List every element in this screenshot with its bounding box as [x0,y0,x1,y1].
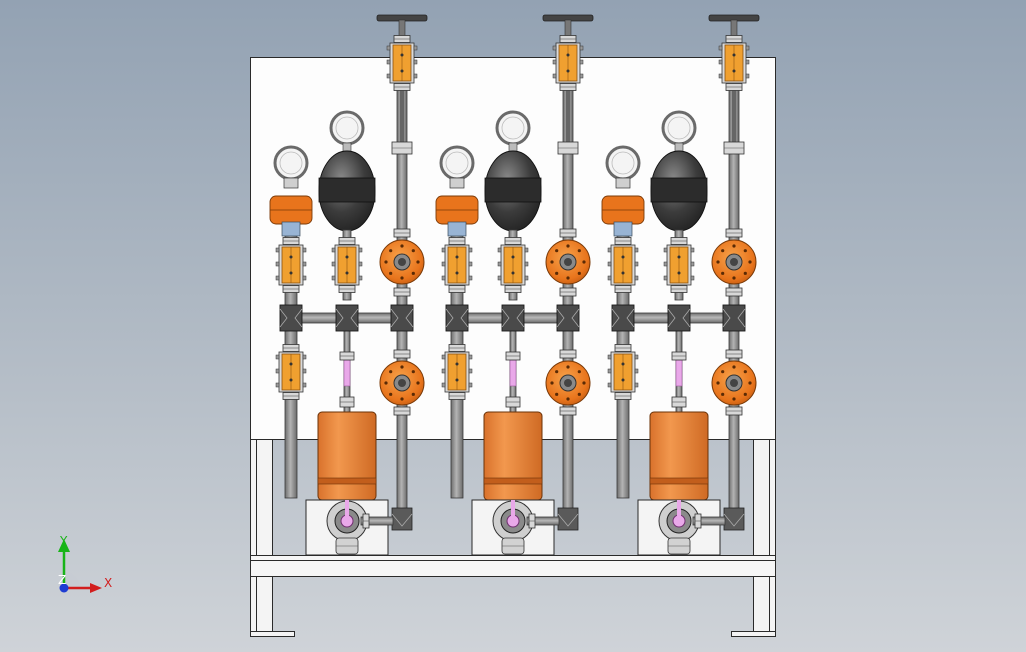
x-axis-label: X [104,576,112,590]
right-foot [731,631,776,637]
discharge-tubing [511,500,515,516]
tee-fitting [390,304,414,332]
dosing-unit-3 [601,14,760,556]
tee-fitting [335,304,359,332]
pipe-elbow [557,507,579,531]
dampener-band [318,177,376,203]
y-axis-label: Y [59,534,68,548]
valve-stem [400,88,404,148]
base-rail [250,555,776,577]
z-axis-label: Z [58,573,66,587]
pump-band [649,477,709,485]
dosing-unit-2 [435,14,594,556]
tee-fitting [667,304,691,332]
suction-tubing [675,359,683,387]
y-axis-arrowhead [58,539,70,552]
pipe-reducer [447,221,467,237]
tee-fitting [279,304,303,332]
pump-discharge-pipe [526,516,560,526]
left-upright [250,439,273,636]
check-valve [506,514,520,528]
suction-tubing [343,359,351,387]
suction-tubing [509,359,517,387]
dampener-band [650,177,708,203]
pipe-elbow [391,507,413,531]
valve-stem [732,88,736,148]
z-axis-dot [59,583,69,593]
pump-discharge-pipe [360,516,394,526]
dampener-band [484,177,542,203]
pipe-elbow [723,507,745,531]
discharge-tubing [677,500,681,516]
pump-discharge-pipe [692,516,726,526]
dosing-pump-motor [317,411,377,501]
pump-band [483,477,543,485]
tee-fitting [501,304,525,332]
right-upright [753,439,776,636]
discharge-tubing [345,500,349,516]
pipe-reducer [613,221,633,237]
left-foot [250,631,295,637]
gauge-stem [615,177,631,189]
gauge-stem [283,177,299,189]
dosing-unit-1 [269,14,428,556]
coordinate-triad: Y X Z [58,534,112,593]
pump-band [317,477,377,485]
check-valve [340,514,354,528]
pipe-reducer [281,221,301,237]
dosing-pump-motor [483,411,543,501]
gauge-stem [449,177,465,189]
tee-fitting [722,304,746,332]
x-axis-arrowhead [90,583,102,593]
tee-fitting [611,304,635,332]
tee-fitting [445,304,469,332]
valve-stem [566,88,570,148]
dosing-pump-motor [649,411,709,501]
tee-fitting [556,304,580,332]
check-valve [672,514,686,528]
triad-xy-plane [64,572,80,588]
